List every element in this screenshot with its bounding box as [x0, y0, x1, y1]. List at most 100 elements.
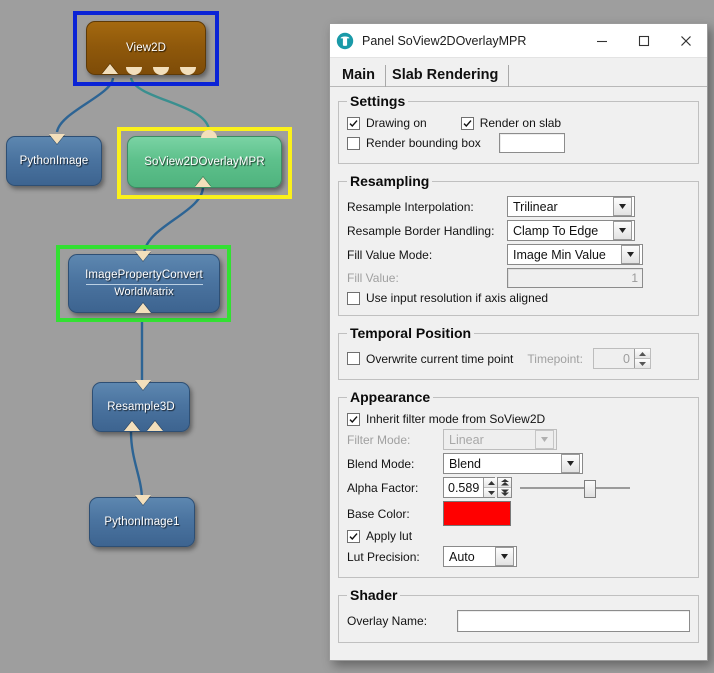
node-label: PythonImage [19, 154, 89, 167]
node-label: Resample3D [107, 400, 175, 413]
base-color-swatch[interactable] [443, 501, 511, 526]
stepper-down-icon [634, 359, 650, 368]
filter-mode-select: Linear [443, 429, 557, 450]
mevislab-icon [336, 32, 354, 49]
minimize-button[interactable] [581, 24, 623, 57]
node-view2d-output-connector-2[interactable] [153, 67, 169, 75]
stepper-up-icon [634, 349, 650, 359]
node-label: ImagePropertyConvert [85, 268, 203, 281]
node-divider [85, 283, 203, 285]
base-color-row: Base Color: [347, 501, 690, 526]
stepper-down-icon[interactable] [484, 488, 500, 497]
bounding-box-input[interactable] [498, 133, 565, 153]
blend-mode-label: Blend Mode: [347, 456, 415, 471]
alpha-factor-row: Alpha Factor: 0.589 [347, 477, 690, 498]
tab-bar[interactable]: Main Slab Rendering [330, 58, 707, 87]
render-bounding-box-label: Render bounding box [366, 136, 481, 150]
tab-main[interactable]: Main [336, 65, 387, 87]
node-view2d-input-connector[interactable] [102, 64, 118, 74]
node-view2d-output-connector-1[interactable] [126, 67, 142, 75]
maximize-button[interactable] [623, 24, 665, 57]
alpha-factor-slider[interactable] [520, 478, 630, 498]
group-appearance: Appearance Inherit filter mode from SoVi… [338, 389, 699, 578]
lut-precision-value: Auto [449, 549, 475, 564]
fill-value-mode-row: Fill Value Mode: Image Min Value [347, 244, 690, 265]
node-soview2doverlaympr-input-connector[interactable] [195, 177, 211, 187]
fine-stepper-down-icon[interactable] [498, 488, 511, 497]
tab-slab-rendering[interactable]: Slab Rendering [386, 65, 510, 87]
overwrite-time-point-checkbox[interactable] [347, 352, 360, 365]
node-pythonimage[interactable]: PythonImage [6, 136, 102, 186]
fill-value-mode-select[interactable]: Image Min Value [507, 244, 643, 265]
window-title: Panel SoView2DOverlayMPR [362, 33, 527, 48]
render-on-slab-checkbox[interactable] [460, 116, 474, 130]
overlay-name-input[interactable] [457, 610, 690, 632]
node-label: View2D [125, 41, 167, 54]
fill-value-input [507, 268, 643, 288]
timepoint-spinner: 0 [592, 348, 651, 369]
node-resample3d-output-connector-2[interactable] [147, 421, 163, 431]
render-bounding-box-checkbox[interactable] [347, 136, 360, 150]
close-button[interactable] [665, 24, 707, 57]
stepper-up-icon[interactable] [484, 478, 500, 488]
apply-lut-checkbox[interactable] [347, 529, 360, 543]
inherit-filter-mode-row: Inherit filter mode from SoView2D [347, 412, 690, 426]
drawing-on-label: Drawing on [366, 116, 427, 130]
apply-lut-label: Apply lut [366, 529, 413, 543]
blend-mode-row: Blend Mode: Blend [347, 453, 690, 474]
alpha-factor-fine-stepper[interactable] [497, 477, 512, 498]
resample-interpolation-select[interactable]: Trilinear [507, 196, 635, 217]
timepoint-stepper [633, 349, 650, 368]
blend-mode-select[interactable]: Blend [443, 453, 583, 474]
fill-value-mode-label: Fill Value Mode: [347, 247, 433, 262]
alpha-factor-stepper[interactable] [483, 478, 500, 497]
node-pythonimage1-input-connector[interactable] [135, 495, 151, 505]
temporal-row: Overwrite current time point Timepoint: … [347, 348, 690, 369]
title-bar[interactable]: Panel SoView2DOverlayMPR [330, 24, 707, 58]
use-input-resolution-checkbox[interactable] [347, 291, 360, 305]
selection-highlight-soview2doverlaympr [117, 127, 292, 199]
group-temporal-position-legend: Temporal Position [350, 325, 472, 341]
inherit-filter-mode-checkbox[interactable] [347, 412, 360, 426]
node-imagepropertyconvert-input-connector[interactable] [135, 251, 151, 261]
node-view2d[interactable]: View2D [86, 21, 206, 75]
chevron-down-icon [495, 547, 514, 566]
selection-highlight-view2d [73, 11, 219, 86]
window-controls [581, 24, 707, 57]
use-input-resolution-row: Use input resolution if axis aligned [347, 291, 690, 305]
fine-stepper-up-icon[interactable] [498, 478, 511, 488]
resample-border-handling-label: Resample Border Handling: [347, 223, 495, 238]
group-resampling: Resampling Resample Interpolation: Trili… [338, 173, 699, 316]
chevron-down-icon [613, 221, 632, 240]
fill-value-row: Fill Value: [347, 268, 690, 288]
group-shader-legend: Shader [350, 587, 398, 603]
node-imagepropertyconvert-output-connector[interactable] [135, 303, 151, 313]
node-soview2doverlaympr-output-connector[interactable] [201, 130, 217, 138]
resample-interpolation-row: Resample Interpolation: Trilinear [347, 196, 690, 217]
alpha-factor-label: Alpha Factor: [347, 480, 419, 495]
node-resample3d-output-connector-1[interactable] [124, 421, 140, 431]
alpha-factor-spinner[interactable]: 0.589 [443, 477, 500, 498]
node-pythonimage1[interactable]: PythonImage1 [89, 497, 195, 547]
settings-row-2: Render bounding box [347, 133, 690, 153]
node-pythonimage-input-connector[interactable] [49, 134, 65, 144]
chevron-down-icon [561, 454, 580, 473]
node-resample3d-input-connector[interactable] [135, 380, 151, 390]
resample-border-handling-select[interactable]: Clamp To Edge [507, 220, 635, 241]
drawing-on-checkbox[interactable] [347, 116, 360, 130]
node-label: PythonImage1 [104, 515, 180, 528]
group-temporal-position: Temporal Position Overwrite current time… [338, 325, 699, 380]
base-color-label: Base Color: [347, 506, 410, 521]
node-view2d-output-connector-3[interactable] [180, 67, 196, 75]
fill-value-mode-value: Image Min Value [513, 247, 606, 262]
fill-value-label: Fill Value: [347, 271, 399, 285]
selection-highlight-imagepropertyconvert [56, 245, 231, 322]
filter-mode-label: Filter Mode: [347, 432, 411, 447]
slider-handle[interactable] [583, 479, 596, 498]
alpha-factor-value: 0.589 [448, 480, 480, 495]
lut-precision-select[interactable]: Auto [443, 546, 517, 567]
timepoint-value: 0 [623, 351, 630, 366]
group-settings-legend: Settings [350, 93, 406, 109]
inherit-filter-mode-label: Inherit filter mode from SoView2D [366, 412, 546, 426]
